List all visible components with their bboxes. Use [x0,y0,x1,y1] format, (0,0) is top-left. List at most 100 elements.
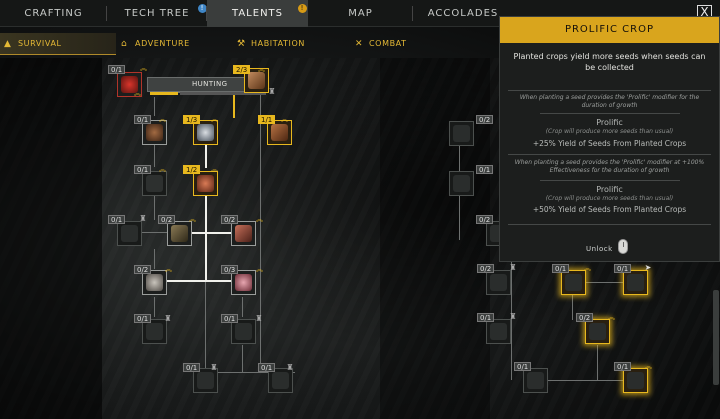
talent-icon [197,372,214,389]
subtab-survival[interactable]: ▲ SURVIVAL [0,33,116,55]
lock-icon: ♜ [139,214,147,223]
talent-node[interactable] [268,368,293,393]
talent-node[interactable] [585,319,610,344]
talent-icon [490,323,507,340]
rank-counter: 0/2 [221,215,239,224]
divider [508,90,711,91]
tree-connector [242,345,243,372]
tree-connector [260,92,261,372]
chevron-up-icon: ︽ [258,65,265,73]
tab-label: TECH TREE [124,8,190,19]
talent-node[interactable] [142,120,167,145]
talent-node[interactable] [167,221,192,246]
talent-node[interactable] [449,121,474,146]
talent-node[interactable] [561,270,586,295]
talent-node[interactable] [623,368,648,393]
talent-node[interactable] [193,171,218,196]
talent-node[interactable] [267,120,292,145]
talent-node[interactable] [142,270,167,295]
chevron-up-icon: ︽ [159,115,166,123]
divider [540,113,680,114]
tree-connector [154,297,155,317]
tab-map[interactable]: MAP [308,0,413,27]
subtab-habitation[interactable]: ⚒HABITATION [233,33,343,55]
rank-counter: 0/2 [576,313,594,322]
subtab-combat[interactable]: ✕COMBAT [351,33,461,55]
rank-counter: 1/3 [183,115,201,124]
talent-node[interactable] [117,221,142,246]
talent-node[interactable] [231,319,256,344]
talent-icon [453,125,470,142]
tree-connector [597,345,598,380]
chevron-up-icon: ︽ [256,215,263,223]
subtab-label: HABITATION [251,39,305,48]
mouse-click-icon[interactable] [618,239,628,254]
rank-counter: 0/1 [134,165,152,174]
tree-connector [154,196,155,220]
talent-node[interactable] [623,270,648,295]
subtab-adventure[interactable]: ⌂ ADVENTURE [117,33,227,55]
rank-2-effect: +50% Yield of Seeds From Planted Crops [532,205,687,214]
top-tab-bar: CRAFTING TECH TREE! TALENTS! MAP ACCOLAD… [0,0,720,27]
subtab-label: SURVIVAL [18,39,62,48]
background-shade [380,58,490,419]
rank-counter: 0/1 [134,314,152,323]
background-shade [0,58,102,419]
talent-icon [453,175,470,192]
talent-icon [121,76,138,93]
tab-talents[interactable]: TALENTS! [207,0,308,27]
tab-crafting[interactable]: CRAFTING [0,0,107,27]
tab-accolades[interactable]: ACCOLADES [413,0,513,27]
rank-2-modifier-note: (Crop will produce more seeds than usual… [545,195,674,202]
house-icon: ⌂ [121,39,128,49]
tree-connector [205,196,207,280]
talent-node[interactable] [193,120,218,145]
rank-counter: 0/2 [134,265,152,274]
tree-connector [233,92,235,118]
rank-counter: 0/1 [476,165,494,174]
tree-connector [572,280,573,320]
rank-counter: 0/1 [183,363,201,372]
chevron-up-icon: ︽ [140,64,147,72]
rank-counter: 0/1 [108,65,126,74]
chevron-up-icon: ︽ [281,115,288,123]
tab-tech-tree[interactable]: TECH TREE! [107,0,207,27]
tab-label: CRAFTING [24,8,83,19]
progress-fill [150,92,178,95]
talent-node[interactable] [142,319,167,344]
rank-1-modifier-note: (Crop will produce more seeds than usual… [545,128,674,135]
scrollbar[interactable] [713,290,719,385]
lock-icon: ♜ [509,312,517,321]
talent-icon [627,372,644,389]
talent-node[interactable] [117,72,142,97]
talent-node[interactable] [486,319,511,344]
tree-connector [572,282,642,283]
rank-1-modifier: Prolific [596,118,623,127]
talent-icon [565,274,582,291]
talent-icon [171,225,188,242]
chevron-up-icon: ︽ [165,265,172,273]
triangle-warning-icon: ▲ [4,39,12,49]
rank-counter: 0/1 [514,362,532,371]
rank-counter: 0/1 [614,362,632,371]
subtab-label: ADVENTURE [135,39,190,48]
rank-counter: 0/3 [221,265,239,274]
notification-badge: ! [198,4,207,13]
rank-counter: 0/2 [476,215,494,224]
talent-node[interactable] [449,171,474,196]
tree-connector [532,380,632,381]
talent-node[interactable] [231,270,256,295]
rank-counter: 1/1 [258,115,276,124]
panel-title: PROLIFIC CROP [500,17,719,43]
talent-node[interactable] [486,270,511,295]
tab-label: MAP [348,8,373,19]
tab-label: ACCOLADES [427,8,499,19]
rank-counter: 0/1 [552,264,570,273]
talent-node[interactable] [193,368,218,393]
talent-node[interactable] [142,171,167,196]
talent-icon [589,323,606,340]
lock-icon: ♜ [268,87,276,96]
talent-node[interactable] [523,368,548,393]
talent-icon [146,323,163,340]
talent-node[interactable] [231,221,256,246]
